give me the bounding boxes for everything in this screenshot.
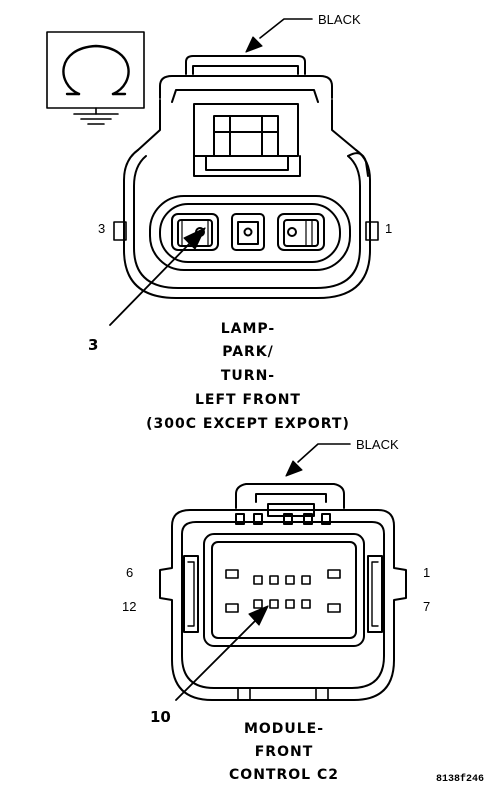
connector2-pin-bottom-left: 12 <box>122 599 136 614</box>
connector2-callout: 10 <box>150 708 171 726</box>
connector1-pin-left: 3 <box>98 221 105 236</box>
ground-icon <box>46 31 145 125</box>
color-leader-1 <box>245 18 313 53</box>
connector2-pin-top-left: 6 <box>126 565 133 580</box>
connector1-title-line-5: (300C EXCEPT EXPORT) <box>146 416 350 432</box>
module-connector-housing <box>159 483 407 701</box>
connector1-title-line-1: LAMP- <box>221 321 276 337</box>
callout-leader-10 <box>175 605 269 701</box>
figure-code: 8138f246 <box>436 773 484 785</box>
connector1-color-label: BLACK <box>318 12 361 27</box>
connector2-title-line-1: MODULE- <box>244 721 324 737</box>
color-leader-2 <box>285 443 351 477</box>
connector1-title-line-3: TURN- <box>221 368 275 384</box>
callout-leader-3 <box>109 227 206 326</box>
lamp-connector-housing <box>113 55 379 299</box>
connector2-pin-top-right: 1 <box>423 565 430 580</box>
connector1-pin-right: 1 <box>385 221 392 236</box>
connector2-title-line-2: FRONT <box>255 744 314 760</box>
connector1-callout: 3 <box>88 336 98 354</box>
connector2-color-label: BLACK <box>356 437 399 452</box>
connector1-title-line-2: PARK/ <box>222 344 274 360</box>
connector1-title-line-4: LEFT FRONT <box>195 392 301 408</box>
connector2-title-line-3: CONTROL C2 <box>229 767 339 783</box>
connector2-pin-bottom-right: 7 <box>423 599 430 614</box>
